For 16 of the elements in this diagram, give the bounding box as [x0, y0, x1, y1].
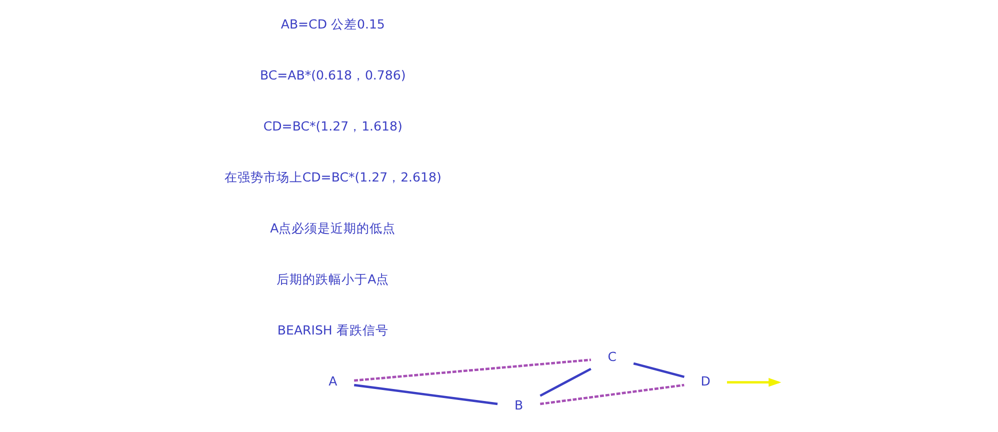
label: A点必须是近期的低点	[270, 220, 396, 236]
connector	[540, 384, 684, 406]
label: 在强势市场上CD=BC*(1.27，2.618)	[224, 169, 442, 184]
connector	[354, 384, 498, 406]
connector	[354, 358, 592, 382]
node-text: C	[608, 348, 617, 364]
node-text: A	[328, 373, 338, 388]
label: 后期的跌幅小于A点	[276, 271, 390, 286]
label: BEARISH 看跌信号	[277, 322, 388, 338]
node-text: B	[514, 398, 524, 413]
label: BC=AB*(0.618，0.786)	[260, 67, 406, 82]
connector	[540, 368, 592, 397]
label: AB=CD 公差0.15	[280, 16, 385, 32]
node-text: D	[700, 373, 710, 388]
connector	[633, 362, 685, 378]
label: CD=BC*(1.27，1.618)	[263, 118, 402, 134]
